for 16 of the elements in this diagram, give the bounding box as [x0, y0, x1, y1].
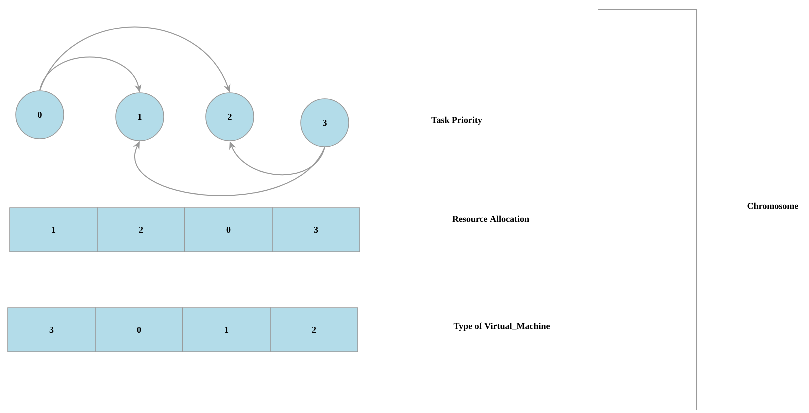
table-cell: 1 [182, 308, 271, 352]
table-cell: 0 [95, 308, 184, 352]
row-label: Resource Allocation [452, 216, 530, 222]
circle-node: 0 [16, 90, 64, 140]
table-cell: 2 [97, 208, 186, 252]
circle-node: 1 [116, 92, 164, 142]
table-cell: 3 [272, 208, 360, 252]
table-cell: 3 [8, 308, 96, 352]
row-label: Task Priority [432, 116, 482, 126]
circle-node: 2 [206, 92, 254, 142]
row-label: Type of Virtual_Machine [454, 322, 550, 332]
circle-node: 3 [300, 98, 350, 148]
row-label: Chromosome [748, 202, 798, 210]
table-cell: 0 [184, 208, 273, 252]
table-cell: 1 [10, 208, 98, 252]
table-cell: 2 [270, 308, 358, 352]
